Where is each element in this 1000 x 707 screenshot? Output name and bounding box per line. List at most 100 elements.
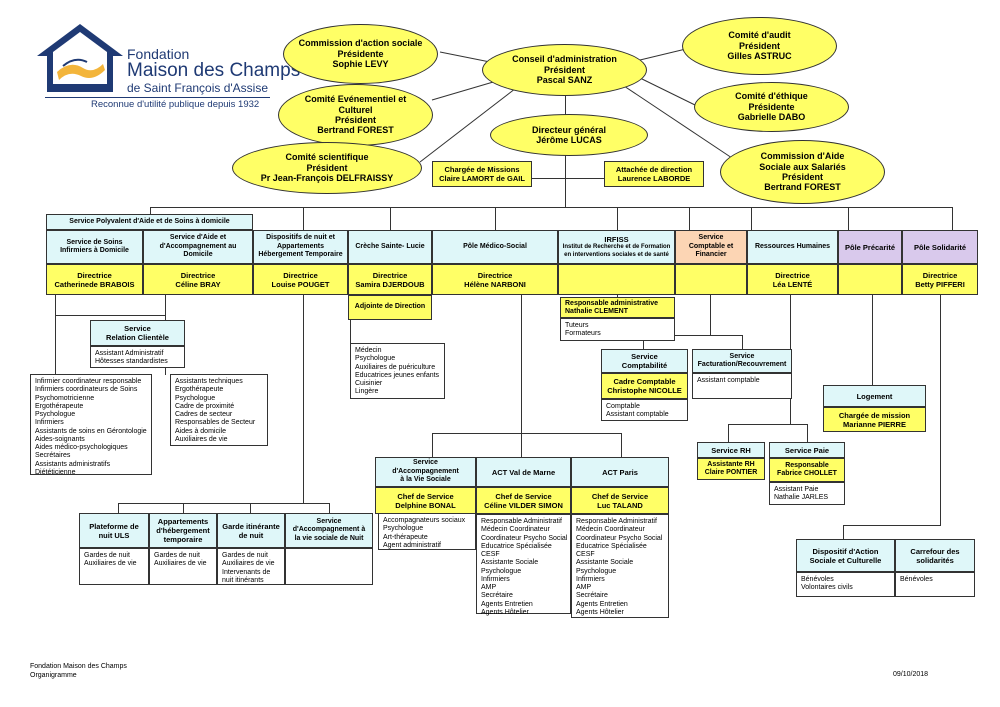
list-item: Bénévoles [801, 576, 834, 583]
col-irfiss-title: IRFISS Institut de Recherche et de Forma… [558, 230, 675, 264]
list-item: Auxiliaires de vie [84, 560, 137, 568]
ell-line: Culturel [338, 104, 373, 115]
saad-director: Directrice Céline BRAY [143, 264, 253, 295]
comptabilite-list: Comptable Assistant comptable [601, 399, 688, 421]
list-item: Infirmier coordinateur responsable [35, 378, 142, 385]
col-rh-title: Ressources Humaines [747, 230, 838, 264]
list-item: Psychologue [175, 394, 216, 402]
logo-line3: de Saint François d'Assise [127, 81, 269, 95]
list-item: Infirmiers coordinateurs de Soins [35, 386, 138, 394]
head-line: Louise POUGET [271, 279, 330, 289]
list-item: Responsables de Secteur [175, 419, 256, 427]
ell-line: Comité d'éthique [735, 91, 808, 102]
list-item: Auxiliaires de puériculture [355, 363, 436, 371]
list-item: Responsable Administratif [576, 518, 657, 525]
ell-line: Président [306, 162, 348, 173]
ell-line: Président [738, 40, 780, 51]
connector [621, 433, 622, 457]
head-line: Responsable [785, 461, 829, 469]
connector [872, 263, 873, 385]
list-item: Psychologue [383, 525, 424, 533]
box-line: Claire LAMORT de GAIL [439, 174, 525, 183]
ell-line: Sociale aux Salariés [759, 161, 846, 172]
act-paris-title: ACT Paris [571, 457, 669, 487]
list-item: Assistante Sociale [481, 559, 539, 567]
logo-line2: Maison des Champs [127, 60, 301, 81]
title-line: Crèche Sainte- Lucie [355, 242, 425, 250]
list-item: Comptable [606, 403, 640, 410]
act-vdm-list: Responsable Administratif Médecin Coordi… [476, 514, 571, 616]
act-paris-list: Responsable Administratif Médecin Coordi… [571, 514, 669, 618]
title-line: d'Accompagnement [392, 467, 459, 475]
rh-director: Directrice Léa LENTÉ [747, 264, 838, 295]
col-creche-title: Crèche Sainte- Lucie [348, 230, 432, 264]
head-line: Chargée de mission [838, 410, 911, 420]
service-rh-title: Service RH [697, 442, 765, 458]
ell-line: Gabrielle DABO [737, 112, 806, 123]
savs-head: Chef de Service Delphine BONAL [375, 487, 476, 514]
title-line: Service [631, 352, 658, 361]
list-item: Psychologue [355, 355, 396, 363]
logo: Fondation Maison des Champs de Saint Fra… [35, 22, 300, 112]
col-solidarite-title: Pôle Solidarité [902, 230, 978, 264]
dispositif-title: Dispositif d'Action Sociale et Culturell… [796, 539, 895, 572]
list-item: Agents Hôtelier [481, 608, 529, 616]
list-item: Cadres de secteur [175, 411, 233, 418]
list-item: Ergothérapeute [35, 402, 84, 410]
list-item: Gardes de nuit [154, 552, 200, 559]
list-item: Intervenants de [222, 568, 271, 576]
connector [118, 503, 119, 513]
list-item: Cadre de proximité [175, 402, 235, 410]
head-line: Delphine BONAL [395, 500, 456, 510]
head-line: Christophe NICOLLE [607, 386, 682, 395]
list-item: Aides médico-psychologiques [35, 444, 128, 451]
list-item: Agent administratif [383, 541, 441, 549]
logement-head: Chargée de mission Marianne PIERRE [823, 407, 926, 432]
commission-action-sociale: Commission d'action sociale Présidente S… [283, 24, 438, 84]
facturation-list: Assistant comptable [692, 373, 792, 399]
list-item: Infirmiers [481, 575, 510, 583]
list-item: Psychologue [481, 567, 522, 575]
title-line: d'Accompagnement au [159, 242, 237, 250]
title-line: à la Vie Sociale [400, 476, 451, 484]
title-line: Service [413, 459, 438, 467]
medico-director: Directrice Hélène NARBONI [432, 264, 558, 295]
head-line: Directrice [922, 270, 958, 280]
col-saad-title: Service d'Aide et d'Accompagnement au Do… [143, 230, 253, 264]
ell-line: Bertrand FOREST [317, 125, 394, 136]
title-line: Logement [856, 391, 893, 401]
service-paie-list: Assistant Paie Nathalie JARLES [769, 482, 845, 505]
comptabilite-head: Cadre Comptable Christophe NICOLLE [601, 373, 688, 399]
ell-line: Présidente [748, 101, 795, 112]
title-line: Service [729, 352, 755, 360]
ell-line: Pascal SANZ [536, 75, 593, 86]
ell-line: Comité Evénementiel et [304, 94, 407, 105]
box-line: Chargée de Missions [444, 165, 520, 174]
garde-title: Garde itinérante de nuit [217, 513, 285, 548]
list-item: Assistants administratifs [35, 460, 111, 468]
title-line: Pôle Solidarité [913, 242, 967, 252]
list-item: Educatrice Spécialisée [576, 542, 647, 550]
chargee-missions-box: Chargée de Missions Claire LAMORT de GAI… [432, 161, 532, 187]
list-item: Bénévoles [900, 576, 933, 583]
list-item: Coordinateur Psycho Social [576, 534, 663, 542]
title-line: Financier [695, 251, 727, 259]
ell-line: Président [781, 172, 823, 182]
logement-title: Logement [823, 385, 926, 407]
connector [390, 207, 391, 230]
adjointe-direction: Adjointe de Direction [348, 295, 432, 320]
connector [689, 207, 690, 230]
title-line: Garde itinérante [222, 521, 280, 531]
list-item: Gardes de nuit [222, 552, 268, 559]
connector [55, 315, 145, 316]
list-item: Aides-soignants [35, 435, 85, 443]
list-item: Secrétaire [576, 592, 608, 600]
head-line: Catherinede BRABOIS [54, 279, 135, 289]
comite-audit: Comité d'audit Président Gilles ASTRUC [682, 17, 837, 75]
head-line: Céline BRAY [175, 279, 221, 289]
title-line: Infirmiers à Domicile [60, 247, 129, 254]
comptabilite-title: Service Comptabilité [601, 349, 688, 373]
commission-aide-salaries: Commission d'Aide Sociale aux Salariés P… [720, 140, 885, 204]
list-item: Aides à domicile [175, 427, 226, 435]
